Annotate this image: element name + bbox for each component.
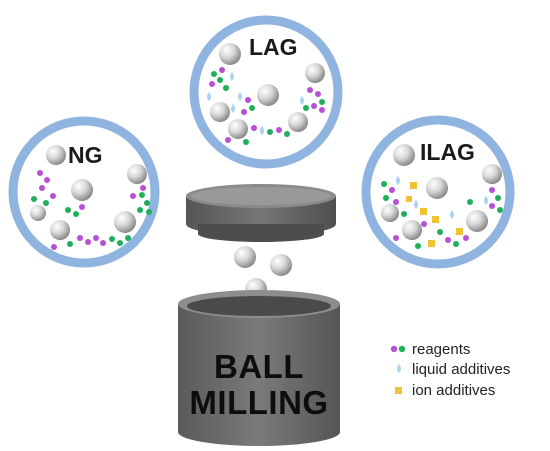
ilag-drops — [396, 176, 488, 219]
legend-item-liquid: liquid additives — [397, 361, 510, 378]
ion-cube-icon — [395, 387, 402, 394]
jar-label-line1: BALL — [214, 348, 304, 385]
ng-reagents — [31, 170, 152, 250]
lag-balls — [210, 43, 325, 139]
legend-item-ion: ion additives — [395, 382, 495, 399]
ilag-balls — [381, 144, 502, 240]
legend: reagents liquid additives ion additives — [390, 341, 510, 399]
milling-jar: BALL MILLING — [178, 290, 340, 446]
legend-liquid-label: liquid additives — [412, 361, 510, 378]
ilag-ion-cubes — [406, 182, 463, 247]
jar-lid — [186, 184, 336, 242]
lag-label: LAG — [249, 34, 298, 60]
lag-reagents — [209, 67, 325, 145]
lag-drops — [207, 72, 304, 135]
ng-circle: NG — [8, 116, 160, 268]
ilag-circle: ILAG — [361, 115, 515, 269]
lag-circle: LAG — [189, 15, 343, 169]
legend-reagents-label: reagents — [412, 341, 470, 358]
ng-balls — [30, 145, 147, 240]
jar-label-line2: MILLING — [189, 384, 328, 421]
reagent-green-icon — [398, 345, 406, 353]
ilag-reagents — [381, 181, 503, 249]
liquid-drop-icon — [397, 364, 401, 373]
legend-item-reagents: reagents — [390, 341, 470, 358]
ilag-label: ILAG — [420, 139, 475, 165]
legend-ion-label: ion additives — [412, 382, 495, 399]
reagent-purple-icon — [390, 345, 398, 353]
ng-label: NG — [68, 142, 103, 168]
